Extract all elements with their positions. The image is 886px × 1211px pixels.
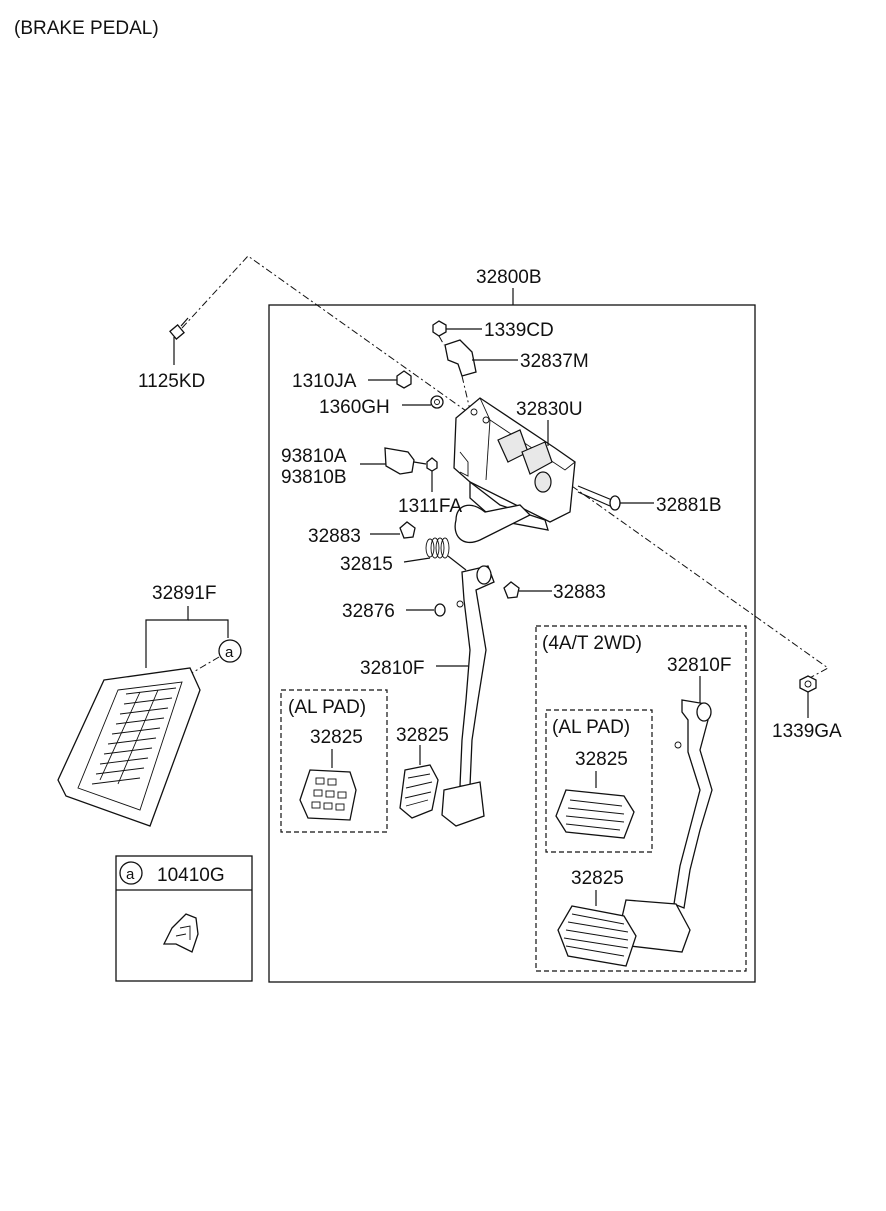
label-1311FA: 1311FA — [398, 496, 462, 517]
label-93810A: 93810A — [281, 446, 347, 467]
label-1125KD: 1125KD — [138, 371, 205, 392]
ref-a-circle-2: a — [119, 861, 143, 885]
nut-1339GA — [799, 675, 817, 718]
label-32810F-main: 32810F — [360, 658, 424, 679]
pedal-arm-32810F-at — [619, 699, 713, 953]
label-32876: 32876 — [342, 601, 395, 622]
washer-1360GH — [402, 395, 444, 409]
label-32883-left: 32883 — [308, 526, 361, 547]
stopper-32876 — [406, 603, 446, 617]
group-4at-2wd — [535, 625, 747, 972]
label-al-pad-1: (AL PAD) — [288, 697, 366, 718]
label-32881B: 32881B — [656, 495, 722, 516]
label-93810B: 93810B — [281, 467, 347, 488]
bushing-32883-right — [503, 581, 552, 599]
diagram-title: (BRAKE PEDAL) — [14, 18, 159, 39]
label-1310JA: 1310JA — [292, 371, 357, 392]
clip-box-10410G — [115, 855, 253, 982]
clip-10410G — [162, 913, 199, 953]
leader-32891F-right — [188, 619, 229, 638]
nut-1311FA — [426, 457, 438, 492]
svg-text:a: a — [126, 866, 135, 883]
bushing-32883-left — [370, 521, 416, 539]
assembly-box-32800B — [268, 304, 756, 983]
pin-32881B — [577, 485, 654, 511]
label-32891F: 32891F — [152, 583, 216, 604]
nut-1310JA — [368, 370, 412, 389]
label-32837M: 32837M — [520, 351, 589, 372]
pedal-bracket-32830U — [453, 397, 576, 544]
label-32830U: 32830U — [516, 399, 583, 420]
pedal-pad-32825-at — [557, 905, 637, 967]
bolt-1125KD — [169, 317, 189, 365]
label-al-pad-2: (AL PAD) — [552, 717, 630, 738]
label-32825-alpad: 32825 — [310, 727, 363, 748]
label-32825-standard: 32825 — [396, 725, 449, 746]
group-al-pad-2 — [545, 709, 653, 853]
label-32800B: 32800B — [476, 267, 542, 288]
al-pad-32825-at — [555, 789, 635, 839]
label-32810F-at: 32810F — [667, 655, 731, 676]
ref-a-dash — [189, 656, 220, 675]
label-32883-right: 32883 — [553, 582, 606, 603]
pedal-arm-32810F — [436, 565, 495, 827]
label-1360GH: 1360GH — [319, 397, 390, 418]
label-32815: 32815 — [340, 554, 393, 575]
label-10410G: 10410G — [157, 865, 225, 886]
svg-text:a: a — [225, 644, 234, 661]
label-32825-at: 32825 — [571, 868, 624, 889]
label-32825-at-alpad: 32825 — [575, 749, 628, 770]
floor-pad-32891F — [57, 667, 201, 827]
label-1339CD: 1339CD — [484, 320, 554, 341]
bracket-32837M — [444, 339, 518, 411]
label-4at-2wd: (4A/T 2WD) — [542, 633, 642, 654]
al-pad-32825 — [299, 769, 357, 821]
nut-1339CD — [432, 320, 482, 346]
leader-32891F-left — [145, 606, 189, 668]
label-1339GA: 1339GA — [772, 721, 842, 742]
group-al-pad-1 — [280, 689, 388, 833]
pedal-pad-32825-standard — [399, 745, 439, 819]
switch-93810A-B — [360, 447, 427, 475]
spring-32815 — [403, 537, 467, 571]
ref-a-circle-1: a — [218, 639, 242, 663]
